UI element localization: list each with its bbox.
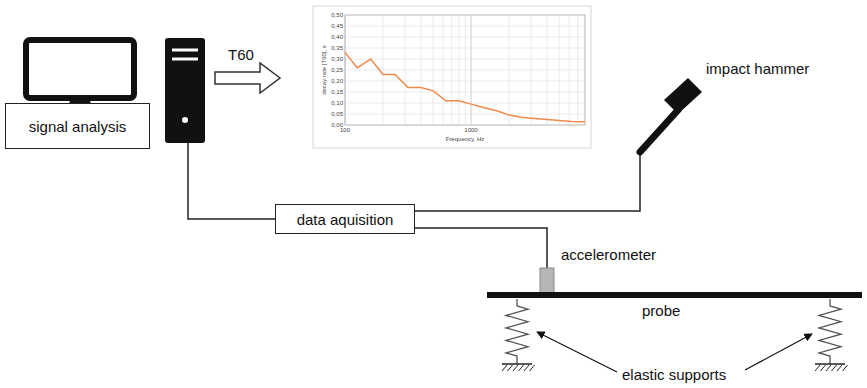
tick-label: 0,05: [331, 111, 343, 118]
hammer-head: [664, 78, 702, 114]
signal-wire: [188, 143, 275, 219]
ground-hatch: [530, 365, 535, 371]
ground-hatch: [513, 365, 518, 371]
grid-line: [345, 70, 585, 71]
decay-chart: [345, 15, 585, 125]
tick-label: 0,15: [331, 89, 343, 96]
leader-line: [745, 334, 812, 370]
grid-line: [345, 81, 585, 82]
ground-hatch: [821, 365, 826, 371]
tick-label: 0,20: [331, 78, 343, 85]
axis-title: decay rate [T60], s: [321, 45, 328, 95]
spring: [506, 299, 528, 364]
ground-hatch: [524, 365, 529, 371]
ground-hatch: [502, 365, 507, 371]
probe-plate: [487, 292, 862, 298]
tower-slot: [172, 49, 198, 52]
tick-label: 0,45: [331, 23, 343, 30]
output-label: T60: [228, 46, 254, 63]
part-label: accelerometer: [561, 246, 656, 263]
tick-label: 0,50: [331, 12, 343, 19]
grid-line: [345, 92, 585, 93]
ground-line: [815, 363, 845, 365]
axis-title: Frequency, Hz: [446, 136, 485, 143]
accelerometer-wire: [415, 228, 547, 268]
tick-label: 100: [340, 127, 350, 134]
tower-button: [182, 117, 188, 123]
ground-hatch: [832, 365, 837, 371]
accelerometer: [540, 268, 554, 293]
tick-label: 1000: [464, 127, 477, 134]
box-label: data aquisition: [297, 211, 394, 228]
elastic-supports: [502, 299, 848, 371]
grid-line: [345, 26, 585, 27]
process-box: data aquisition: [275, 204, 415, 234]
computer-tower: [165, 38, 205, 143]
hammer-handle: [640, 110, 678, 152]
hammer-wire: [415, 153, 640, 211]
ground-hatch: [826, 365, 831, 371]
leader-line: [537, 332, 617, 372]
ground-hatch: [815, 365, 820, 371]
ground-hatch: [843, 365, 848, 371]
part-label: impact hammer: [706, 60, 809, 77]
tick-label: 0,40: [331, 34, 343, 41]
box-label: signal analysis: [29, 118, 127, 135]
part-label: probe: [642, 302, 680, 319]
monitor: [26, 40, 134, 98]
tick-label: 0,35: [331, 45, 343, 52]
tick-label: 0,10: [331, 100, 343, 107]
ground-line: [502, 363, 532, 365]
tower-slot: [172, 58, 198, 61]
decay-curve: [345, 52, 585, 121]
ground-hatch: [508, 365, 513, 371]
part-label: elastic supports: [622, 366, 726, 383]
grid-line: [345, 114, 585, 115]
spring: [819, 299, 841, 364]
output-arrow: [215, 63, 280, 93]
grid-line: [345, 59, 585, 60]
tick-label: 0,30: [331, 56, 343, 63]
ground-hatch: [519, 365, 524, 371]
grid-line: [345, 37, 585, 38]
chart-frame: [313, 6, 591, 148]
process-box: signal analysis: [5, 103, 150, 149]
ground-hatch: [837, 365, 842, 371]
tick-label: 0,25: [331, 67, 343, 74]
grid-line: [345, 48, 585, 49]
plot-area: [345, 15, 585, 125]
